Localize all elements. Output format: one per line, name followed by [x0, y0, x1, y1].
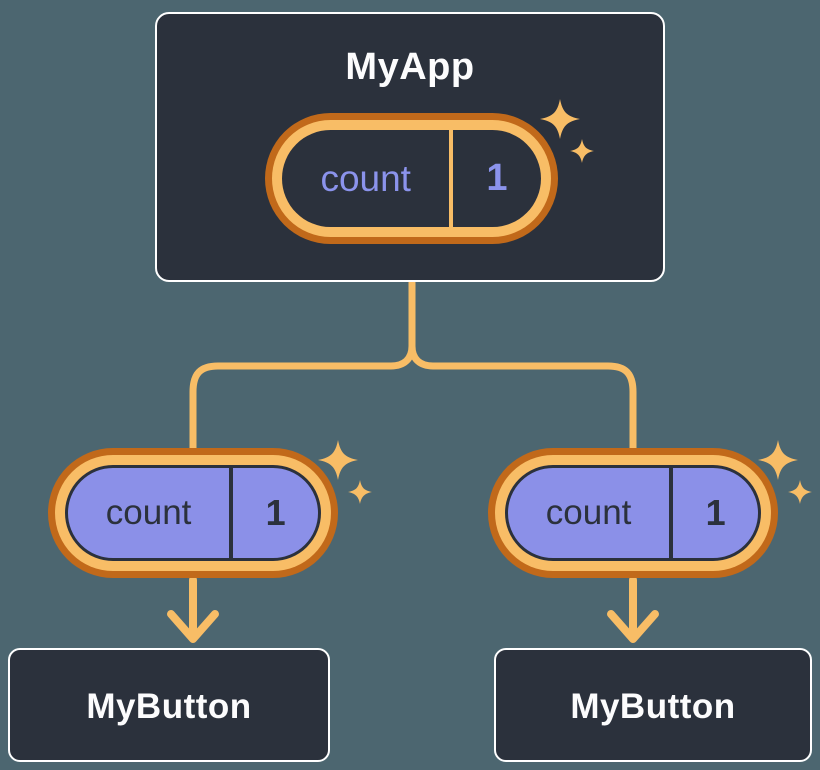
state-pill-divider: [229, 468, 234, 558]
branch-left-line: [189, 279, 416, 456]
state-pill-outer-ring: count 1: [488, 448, 778, 578]
state-value: 1: [705, 492, 726, 533]
state-pill-right-child: count 1: [488, 440, 812, 578]
state-value: 1: [486, 157, 508, 199]
state-pill-body: count 1: [282, 130, 541, 227]
state-pill-divider: [449, 130, 453, 227]
arrow-down-icon: [607, 576, 659, 643]
branch-right-line: [408, 279, 637, 456]
state-pill-outer-ring: count 1: [265, 113, 558, 244]
component-box-mybutton-right: MyButton: [494, 648, 812, 762]
state-name-label: count: [320, 157, 411, 199]
component-title: MyButton: [86, 687, 252, 726]
state-pill-inner-ring: count 1: [495, 455, 771, 571]
component-box-mybutton-left: MyButton: [8, 648, 330, 762]
arrow-down-icon: [167, 576, 219, 643]
component-title: MyButton: [570, 687, 736, 726]
state-pill-divider: [669, 468, 674, 558]
state-pill-inner-ring: count 1: [272, 120, 551, 237]
state-pill-inner-ring: count 1: [55, 455, 331, 571]
state-name-label: count: [105, 493, 192, 532]
component-title: MyApp: [345, 46, 475, 88]
state-pill-body: count 1: [505, 465, 761, 561]
state-pill-body: count 1: [65, 465, 321, 561]
state-pill-root: count 1: [265, 99, 594, 244]
state-value: 1: [265, 492, 286, 533]
state-name-label: count: [545, 493, 632, 532]
state-pill-outer-ring: count 1: [48, 448, 338, 578]
state-pill-left-child: count 1: [48, 440, 372, 578]
